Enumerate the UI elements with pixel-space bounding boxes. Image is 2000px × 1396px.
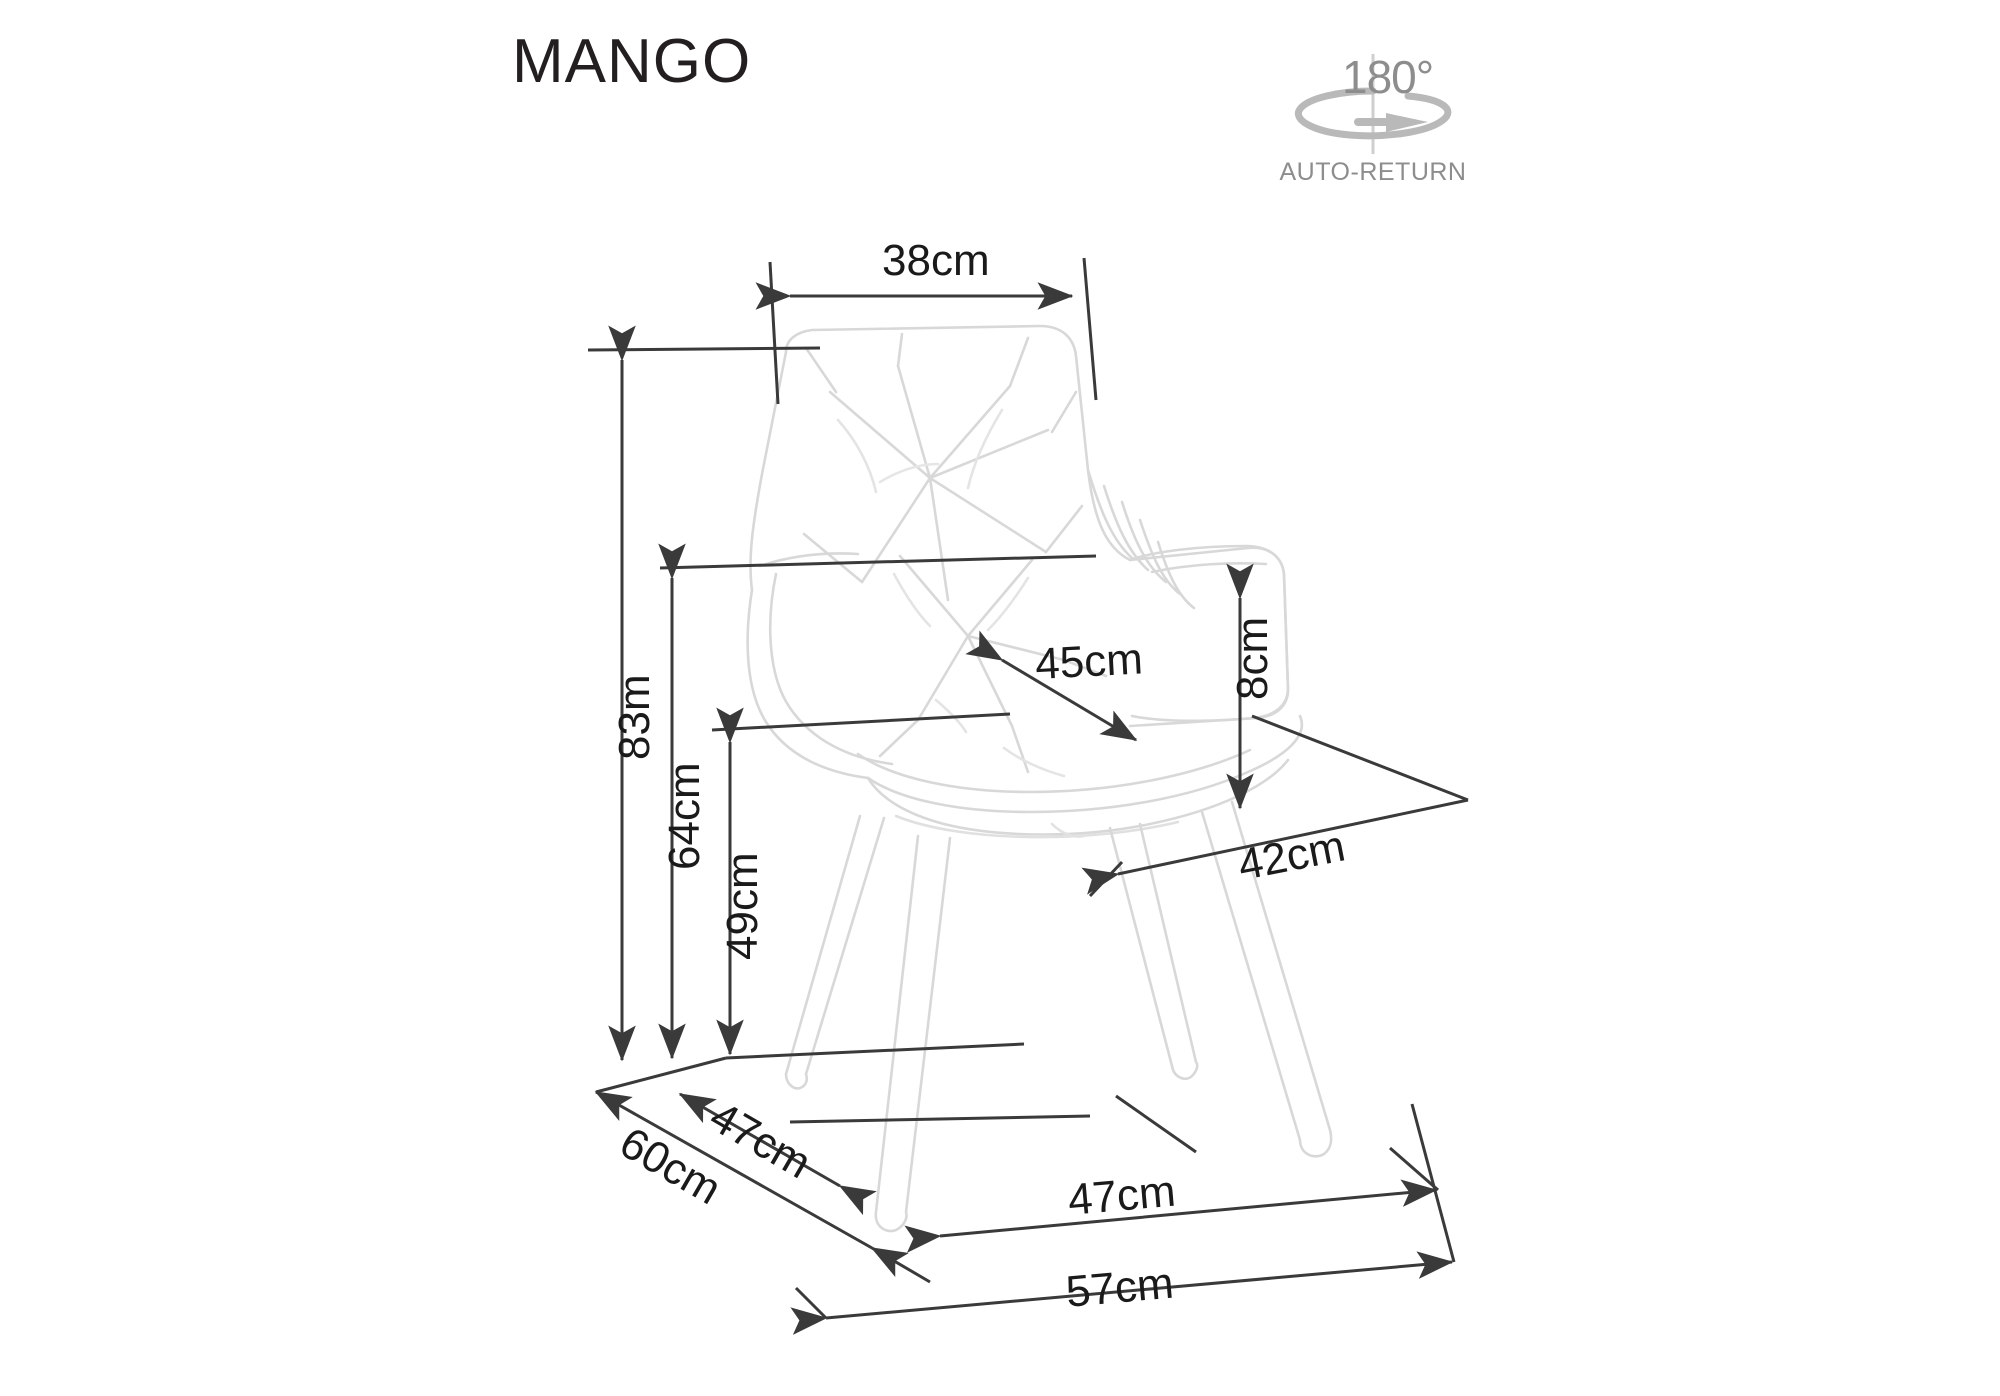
badge-label: AUTO-RETURN [1279, 158, 1467, 186]
page-title: MANGO [512, 27, 752, 96]
dim-arrow-57cm [790, 1251, 1454, 1335]
ext-line-seat-top [711, 712, 1011, 732]
ext-line-38-left [768, 261, 780, 405]
dim-label-64cm: 64cm [660, 762, 709, 870]
auto-return-badge: 180° AUTO-RETURN [1268, 50, 1478, 190]
dim-arrow-42cm [1081, 798, 1469, 895]
chair-illustration [746, 324, 1333, 1233]
leader-47cm-right [1389, 1146, 1439, 1192]
dim-label-83m: 83m [610, 674, 659, 760]
dim-label-47cm-span: 47cm [1066, 1166, 1178, 1225]
floor-tick-outer-rear [595, 1056, 727, 1094]
dim-arrow-47cm-span [904, 1179, 1438, 1253]
ext-line-top-of-back [587, 346, 821, 352]
leader-57cm-left [794, 1286, 828, 1320]
floor-tick-outer-front [871, 1246, 931, 1284]
dim-label-38cm: 38cm [882, 236, 990, 285]
dim-arrow-45cm [965, 630, 1138, 742]
dim-label-49cm: 49cm [718, 852, 767, 960]
floor-tick-right-rear [1115, 1094, 1197, 1154]
floor-tick-inner-rear [789, 1114, 1091, 1124]
ext-line-floor [725, 1042, 1025, 1060]
rotation-ellipse-arrow-icon [1294, 54, 1452, 154]
leader-42cm-lower [1088, 860, 1124, 898]
dim-arrow-47cm-depth [678, 1092, 877, 1216]
dim-label-8cm: 8cm [1228, 616, 1277, 700]
leader-42cm-upper [1251, 714, 1469, 802]
dimension-lines [587, 257, 1469, 1335]
dim-label-45cm: 45cm [1034, 634, 1145, 689]
dim-label-57cm: 57cm [1064, 1258, 1176, 1317]
badge-degrees: 180° [1342, 51, 1434, 103]
ext-line-armrest [659, 554, 1097, 570]
ext-line-38-right [1082, 257, 1098, 401]
leader-57cm-right [1410, 1103, 1456, 1263]
